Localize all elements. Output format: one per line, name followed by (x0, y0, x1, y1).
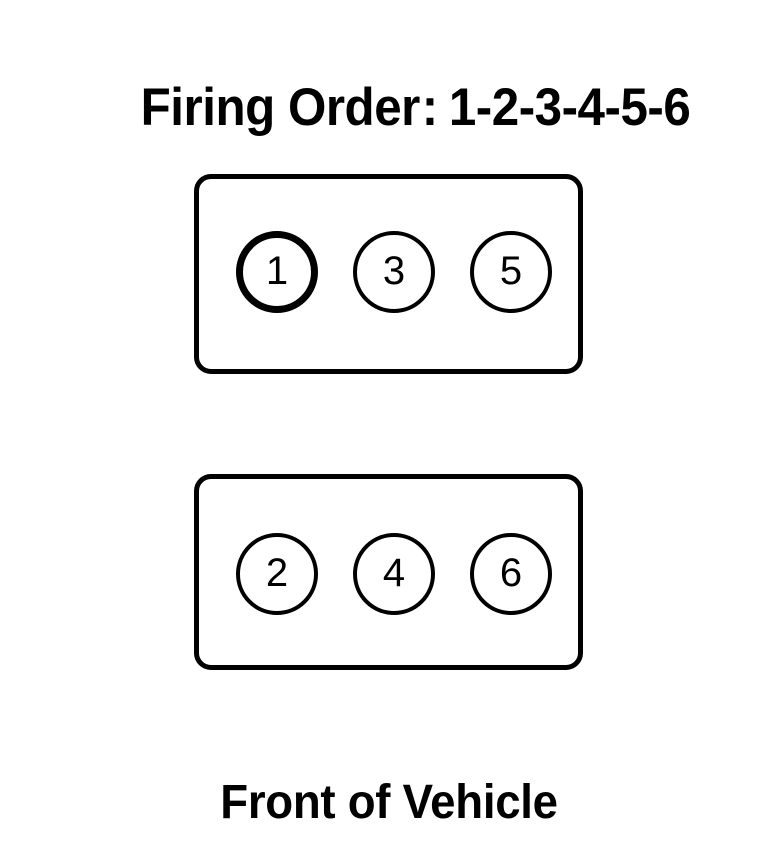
cylinder-3: 3 (353, 231, 435, 313)
cylinder-number-label: 5 (499, 249, 523, 293)
cylinder-number-label: 4 (382, 551, 406, 595)
firing-order-sequence: 1-2-3-4-5-6 (448, 78, 691, 137)
cylinder-number-label: 1 (265, 249, 289, 293)
cylinder-1: 1 (236, 231, 318, 313)
page-title: Firing Order:1-2-3-4-5-6 (27, 28, 751, 187)
cylinder-5: 5 (470, 231, 552, 313)
cylinder-bank-rear: 1 3 5 (194, 174, 583, 374)
front-of-vehicle-label: Front of Vehicle (220, 776, 558, 829)
title-label: Firing Order (140, 78, 421, 137)
cylinder-bank-front: 2 4 6 (194, 474, 583, 670)
cylinder-4: 4 (353, 533, 435, 615)
cylinder-number-label: 6 (499, 551, 523, 595)
title-separator: : (421, 78, 438, 137)
cylinder-6: 6 (470, 533, 552, 615)
cylinder-2: 2 (236, 533, 318, 615)
cylinder-number-label: 2 (265, 551, 289, 595)
cylinder-number-label: 3 (382, 249, 406, 293)
